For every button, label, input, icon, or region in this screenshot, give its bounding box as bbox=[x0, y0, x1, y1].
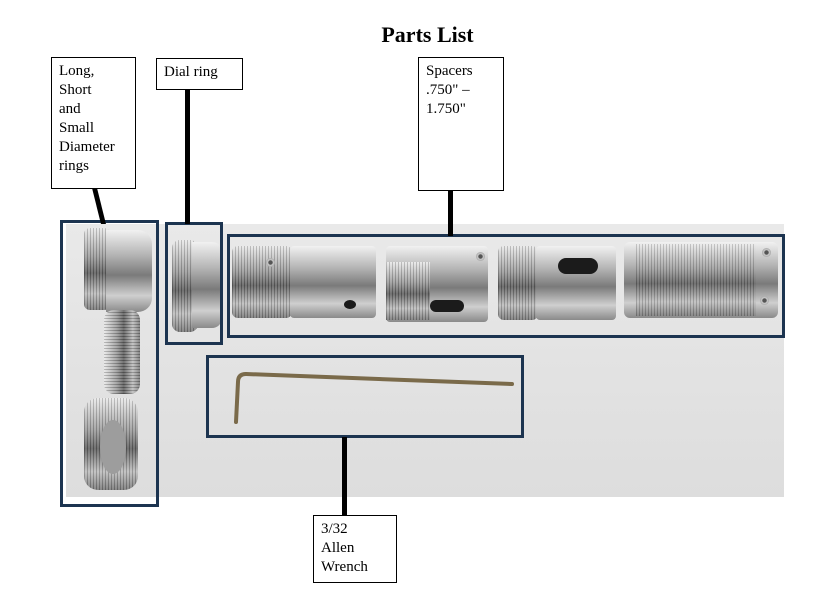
rings-label-line: Small bbox=[59, 120, 95, 136]
spacers-leader bbox=[448, 190, 453, 236]
spacers-label-line: .750" – bbox=[426, 82, 470, 98]
rings-label-line: Diameter bbox=[59, 139, 115, 155]
spacer-1-screw bbox=[266, 258, 275, 267]
spacer-2-knurl bbox=[386, 262, 430, 320]
small-ring-bore bbox=[100, 420, 126, 474]
wrench-label-line: Wrench bbox=[321, 559, 368, 575]
dial-ring-frame bbox=[165, 222, 223, 345]
wrench-label-line: 3/32 bbox=[321, 521, 348, 537]
rings-label-line: and bbox=[59, 101, 81, 117]
wrench-label-line: Allen bbox=[321, 540, 355, 556]
long-ring-body bbox=[106, 230, 152, 312]
spacers-label-line: 1.750" bbox=[426, 101, 466, 117]
rings-frame bbox=[60, 220, 159, 507]
rings-label: Long, Short and Small Diameter rings bbox=[51, 57, 136, 189]
spacers-label: Spacers .750" – 1.750" bbox=[418, 57, 504, 191]
allen-wrench-part bbox=[234, 372, 514, 424]
rings-label-line: Short bbox=[59, 82, 92, 98]
short-ring bbox=[104, 310, 140, 394]
spacer-1 bbox=[232, 246, 292, 318]
spacer-4-screw-bottom bbox=[760, 296, 769, 305]
spacers-label-heading: Spacers bbox=[426, 63, 473, 79]
wrench-leader bbox=[342, 437, 347, 515]
page-title: Parts List bbox=[381, 22, 474, 47]
spacer-1-hole bbox=[344, 300, 356, 309]
dial-ring-label-text: Dial ring bbox=[164, 64, 218, 80]
spacer-3-slot bbox=[558, 258, 598, 274]
spacers-frame bbox=[227, 234, 785, 338]
rings-leader bbox=[92, 188, 106, 224]
rings-label-line: rings bbox=[59, 158, 89, 174]
wrench-label: 3/32 Allen Wrench bbox=[313, 515, 397, 583]
rings-label-line: Long, bbox=[59, 63, 95, 79]
spacer-2-screw bbox=[476, 252, 485, 261]
dial-ring-label: Dial ring bbox=[156, 58, 243, 90]
spacer-3 bbox=[498, 246, 538, 320]
wrench-frame bbox=[206, 355, 524, 438]
spacer-2-slot bbox=[430, 300, 464, 312]
long-ring bbox=[84, 228, 110, 310]
spacer-4-screw-top bbox=[762, 248, 771, 257]
spacer-4-knurl bbox=[636, 244, 756, 316]
dial-ring-leader bbox=[185, 89, 190, 224]
spacer-1-end bbox=[290, 246, 376, 318]
dial-ring-body bbox=[192, 242, 222, 328]
